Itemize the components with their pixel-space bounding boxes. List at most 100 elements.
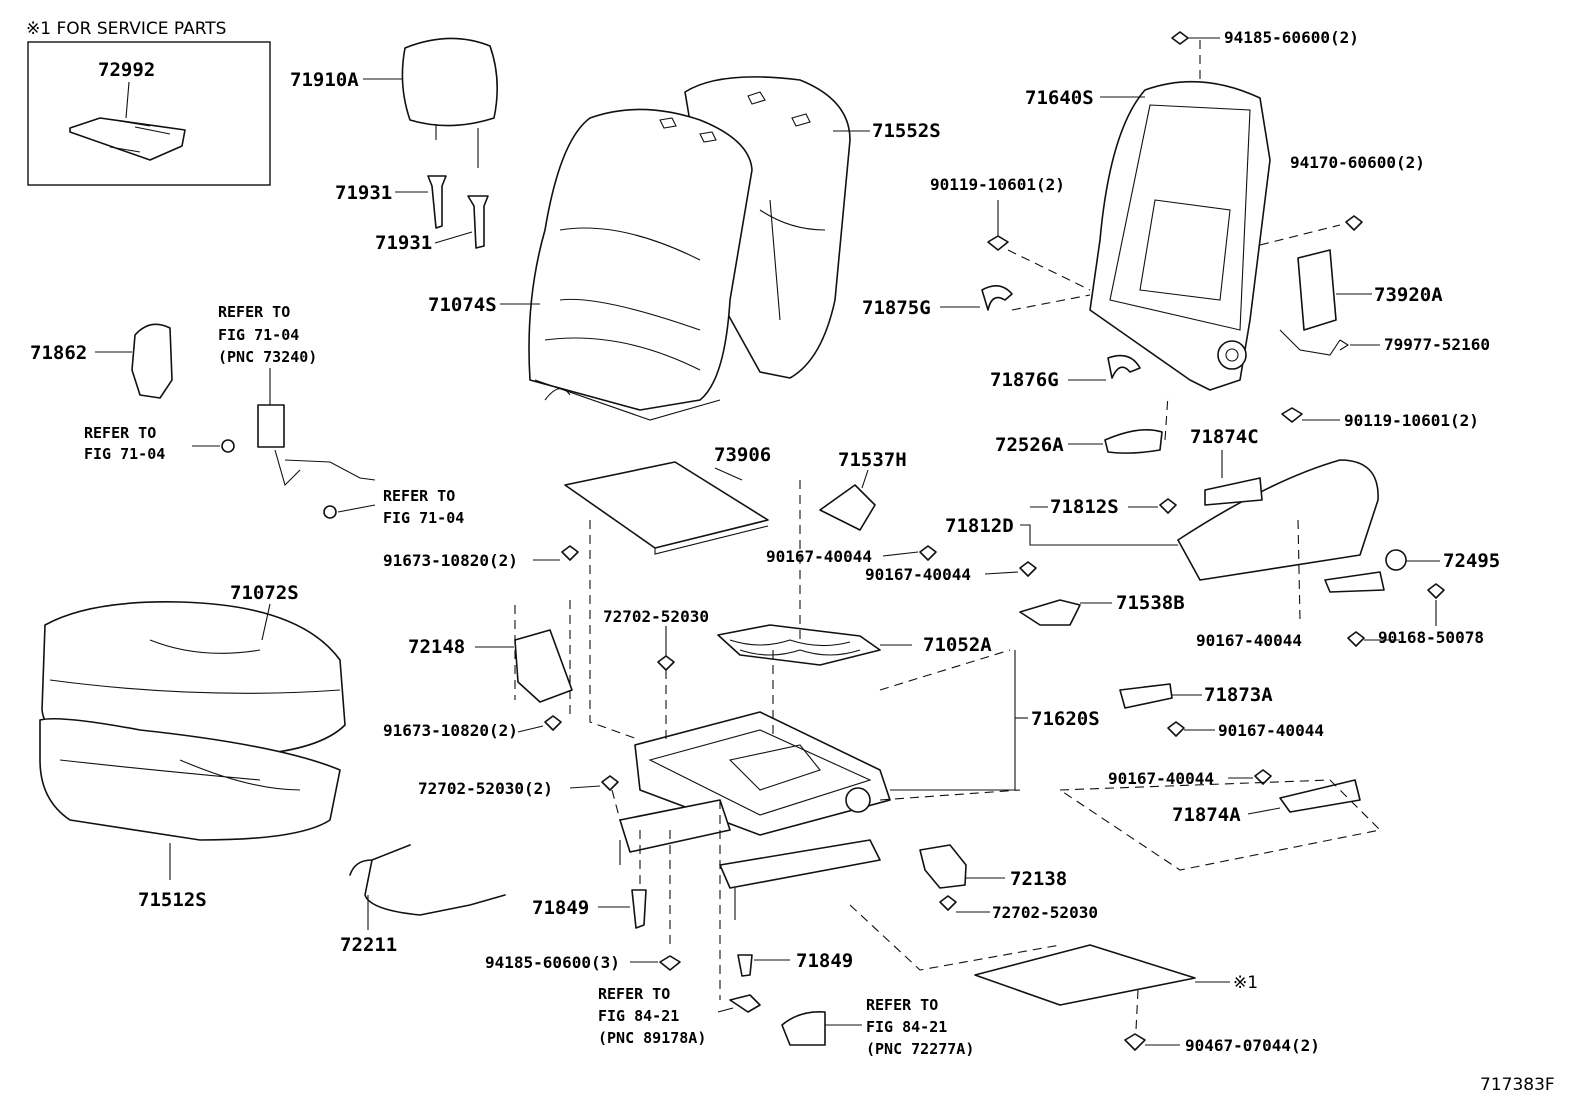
cover-72277A[interactable] [781,1010,826,1046]
bolt-94170[interactable] [1345,215,1363,231]
bracket-71538B[interactable] [1019,599,1081,626]
label-72211[interactable]: 72211 [340,934,397,956]
label-72702-a[interactable]: 72702-52030 [603,607,709,626]
label-71910A[interactable]: 71910A [290,69,359,91]
headrest-assembly [363,37,498,249]
label-73920A[interactable]: 73920A [1374,284,1443,306]
label-71849-a[interactable]: 71849 [532,897,589,919]
label-90167-a[interactable]: 90167-40044 [766,547,872,566]
cover-72138[interactable] [919,844,967,889]
label-71512S[interactable]: 71512S [138,889,207,911]
label-72138[interactable]: 72138 [1010,868,1067,890]
bolt-90119-lower[interactable] [1281,407,1303,423]
cover-72526A[interactable] [1104,429,1163,454]
headrest-support-2[interactable] [467,195,489,249]
ref-5-line-2[interactable]: FIG 84-21 [866,1018,947,1036]
label-71873A[interactable]: 71873A [1204,684,1273,706]
service-pad-part [69,117,186,161]
label-90119-lower[interactable]: 90119-10601(2) [1344,411,1479,430]
label-ref-1[interactable]: ※1 [1233,973,1258,993]
label-90167-b[interactable]: 90167-40044 [865,565,971,584]
label-71931-b[interactable]: 71931 [375,232,432,254]
ref-5-line-3[interactable]: (PNC 72277A) [866,1040,974,1058]
label-71875G[interactable]: 71875G [862,297,931,319]
cushion-pad-71512S[interactable] [39,717,341,841]
seat-heater-73906[interactable] [564,461,769,549]
cover-71874C[interactable] [1204,477,1263,506]
label-71931-a[interactable]: 71931 [335,182,392,204]
label-72148[interactable]: 72148 [408,636,465,658]
label-71849-b[interactable]: 71849 [796,950,853,972]
label-90467[interactable]: 90467-07044(2) [1185,1036,1320,1055]
label-71074S[interactable]: 71074S [428,294,497,316]
ref-1-line-1[interactable]: REFER TO [218,303,290,321]
cover-71875G[interactable] [981,285,1013,311]
side-shield[interactable] [131,323,173,399]
label-71052A[interactable]: 71052A [923,634,992,656]
cover-71874A[interactable] [1279,779,1361,813]
label-72702-c[interactable]: 72702-52030 [992,903,1098,922]
service-box-title: ※1 FOR SERVICE PARTS [26,19,226,39]
under-tray[interactable] [974,944,1196,1006]
label-90119-upper[interactable]: 90119-10601(2) [930,175,1065,194]
knob-72495[interactable] [1385,549,1407,571]
ref-3-line-2[interactable]: FIG 71-04 [383,509,464,527]
ref-4-line-2[interactable]: FIG 84-21 [598,1007,679,1025]
label-90167-d[interactable]: 90167-40044 [1218,721,1324,740]
label-79977[interactable]: 79977-52160 [1384,335,1490,354]
part-labels: 71910A 71931 71931 71552S 71074S 71862 7… [30,28,1500,1055]
label-94185-60600-3[interactable]: 94185-60600(3) [485,953,620,972]
label-91673-b[interactable]: 91673-10820(2) [383,721,518,740]
service-part-number[interactable]: 72992 [98,59,155,81]
label-71072S[interactable]: 71072S [230,582,299,604]
ref-1-line-2[interactable]: FIG 71-04 [218,326,299,344]
label-94185-60600-2[interactable]: 94185-60600(2) [1224,28,1359,47]
frame-outline[interactable] [1089,80,1271,391]
headrest[interactable] [401,37,498,127]
ref-5-line-1[interactable]: REFER TO [866,996,938,1014]
label-94170-60600[interactable]: 94170-60600(2) [1290,153,1425,172]
label-71552S[interactable]: 71552S [872,120,941,142]
ref-4-line-3[interactable]: (PNC 89178A) [598,1029,706,1047]
reference-notes: REFER TO FIG 71-04 (PNC 73240) REFER TO … [84,303,974,1058]
label-71537H[interactable]: 71537H [838,449,907,471]
label-90167-c[interactable]: 90167-40044 [1196,631,1302,650]
label-73906[interactable]: 73906 [714,444,771,466]
headrest-support-1[interactable] [427,175,447,229]
label-71874A[interactable]: 71874A [1172,804,1241,826]
label-72526A[interactable]: 72526A [995,434,1064,456]
label-91673-a[interactable]: 91673-10820(2) [383,551,518,570]
ref-1-line-3[interactable]: (PNC 73240) [218,348,317,366]
label-71862[interactable]: 71862 [30,342,87,364]
airbag-73920A[interactable] [1297,249,1337,331]
cap-71849-b[interactable] [737,954,753,977]
bolt-90119-upper[interactable] [987,235,1009,251]
label-71812D[interactable]: 71812D [945,515,1014,537]
spring-71052A[interactable] [717,624,881,666]
seatback-covers [500,76,870,421]
bracket-71537H[interactable] [819,484,876,531]
label-71620S[interactable]: 71620S [1031,708,1100,730]
label-72702-b[interactable]: 72702-52030(2) [418,779,553,798]
wire-72211[interactable] [349,844,506,916]
ref-2-line-2[interactable]: FIG 71-04 [84,445,165,463]
shield-71812D[interactable] [1177,459,1379,581]
label-90168[interactable]: 90168-50078 [1378,628,1484,647]
ref-3-line-1[interactable]: REFER TO [383,487,455,505]
ref-4-line-1[interactable]: REFER TO [598,985,670,1003]
bracket-72148[interactable] [514,629,573,703]
label-71538B[interactable]: 71538B [1116,592,1185,614]
cover-71873A[interactable] [1119,683,1173,709]
service-parts-box: ※1 FOR SERVICE PARTS 72992 [26,19,271,186]
ref-2-line-1[interactable]: REFER TO [84,424,156,442]
seatback-cover[interactable] [528,108,753,411]
label-90167-e[interactable]: 90167-40044 [1108,769,1214,788]
label-71876G[interactable]: 71876G [990,369,1059,391]
label-71812S[interactable]: 71812S [1050,496,1119,518]
cap-71849-a[interactable] [631,889,647,929]
label-72495[interactable]: 72495 [1443,550,1500,572]
label-71640S[interactable]: 71640S [1025,87,1094,109]
cover-71876G[interactable] [1107,354,1141,379]
label-71874C[interactable]: 71874C [1190,426,1259,448]
